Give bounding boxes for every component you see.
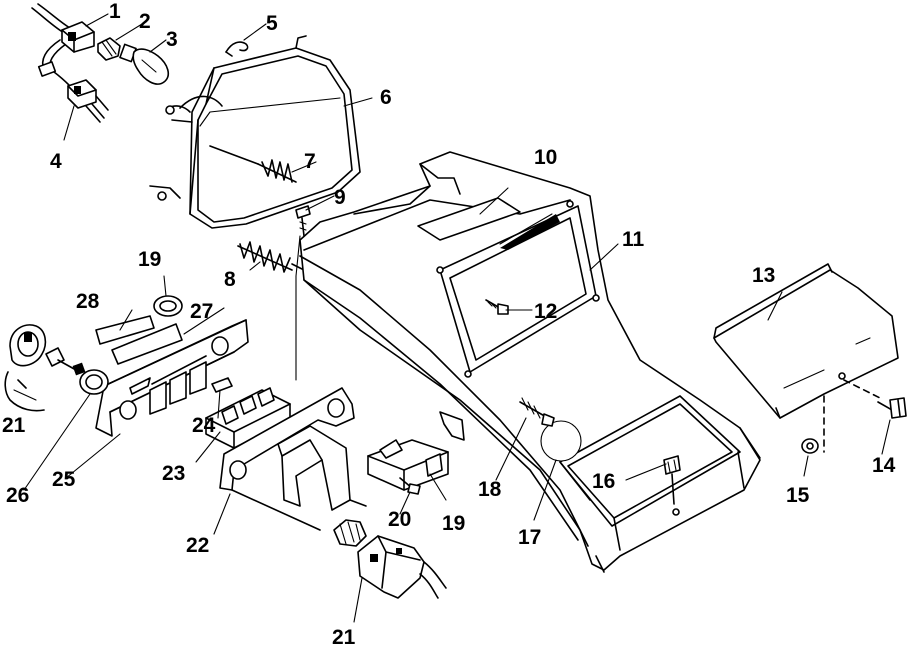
callout-6: 6 [380, 86, 392, 109]
headlight-bulb-3 [119, 43, 170, 85]
callout-15: 15 [786, 484, 810, 507]
callout-19-upper: 19 [138, 248, 161, 271]
dashed-axis [823, 379, 881, 453]
grommet-19-upper [153, 295, 183, 317]
callout-19-lower: 19 [442, 512, 465, 535]
callout-9: 9 [334, 186, 346, 209]
callout-13: 13 [752, 264, 775, 287]
glove-box-panel [559, 395, 745, 551]
cover-plate-13 [713, 263, 899, 419]
headlight-housing-6 [149, 35, 361, 229]
latch-16 [663, 455, 681, 505]
callout-21-lower: 21 [332, 626, 356, 645]
bulb-socket-2 [97, 37, 121, 61]
bezel-26 [79, 369, 109, 395]
callout-2: 2 [139, 10, 151, 33]
screw-9 [295, 205, 311, 237]
decal-10 [417, 197, 521, 241]
screw-20 [399, 477, 421, 495]
callout-24: 24 [192, 414, 216, 437]
thumb-screw-14 [877, 397, 907, 419]
adjuster-spring-7 [209, 145, 297, 183]
callout-17: 17 [518, 526, 541, 549]
callout-8: 8 [224, 268, 236, 291]
button-17 [540, 420, 582, 462]
callout-5: 5 [266, 12, 278, 35]
callout-12: 12 [534, 300, 557, 323]
callout-7: 7 [304, 150, 316, 173]
callout-14: 14 [872, 454, 896, 477]
decal-27 [111, 323, 183, 365]
decal-28 [95, 315, 155, 345]
callout-25: 25 [52, 468, 76, 491]
clip-24 [211, 377, 233, 393]
callout-10: 10 [534, 146, 557, 169]
callout-22: 22 [186, 534, 209, 557]
screw-12 [485, 299, 509, 315]
bracket-21-left [4, 371, 45, 412]
callout-23: 23 [162, 462, 185, 485]
callout-16: 16 [592, 470, 615, 493]
leader-lines [13, 13, 891, 623]
hood-11 [299, 151, 761, 573]
socket-connector-1 [61, 21, 95, 53]
callout-27: 27 [190, 300, 213, 323]
switch-panel-25 [95, 319, 249, 437]
callout-labels: 1 2 3 4 5 6 7 9 8 10 11 12 13 14 15 16 1… [2, 0, 896, 645]
dash-window [436, 200, 600, 378]
callout-1: 1 [109, 0, 121, 23]
ignition-key-switch-21-upper [9, 324, 86, 376]
callout-18: 18 [478, 478, 502, 501]
callout-21-upper: 21 [2, 414, 26, 437]
plug-connector-21-lower [333, 519, 447, 599]
headlight-wiring-harness [31, 3, 71, 87]
bulb-retainer-clip-5 [225, 41, 249, 57]
callout-20: 20 [388, 508, 411, 531]
callout-3: 3 [166, 28, 178, 51]
rocker-switch-19-lower [367, 439, 449, 491]
mounting-bracket-22 [219, 387, 367, 531]
callout-26: 26 [6, 484, 29, 507]
callout-11: 11 [622, 228, 645, 251]
callout-28: 28 [76, 290, 100, 313]
grommet-15 [801, 438, 819, 454]
screw-18 [519, 397, 555, 427]
wire-connector-4 [67, 79, 109, 123]
callout-4: 4 [50, 150, 62, 173]
